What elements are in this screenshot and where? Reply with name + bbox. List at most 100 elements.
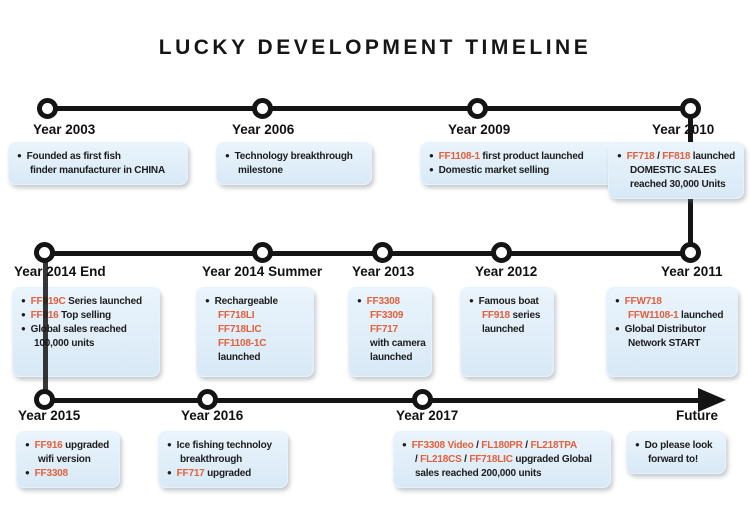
timeline-rail-row1 — [48, 106, 691, 111]
node-year-2010 — [680, 98, 701, 119]
product-code-text: FL218TPA — [530, 440, 577, 451]
year-label-2013: Year 2013 — [352, 264, 415, 279]
card-line: FF918 series — [469, 309, 546, 323]
year-label-2012: Year 2012 — [475, 264, 538, 279]
product-code-text: FF718LI — [218, 310, 255, 321]
card-text: / — [415, 454, 421, 465]
card-future: Do please look forward to! — [626, 431, 726, 474]
year-label-2017: Year 2017 — [396, 408, 459, 423]
product-code-text: FL218CS — [420, 454, 462, 465]
card-line: milestone — [225, 164, 364, 178]
card-line: reached 30,000 Units — [617, 178, 736, 192]
card-line: FF717 upgraded — [167, 467, 280, 481]
card-text: launched — [218, 352, 261, 363]
card-text: Ice fishing technoloy — [176, 440, 272, 451]
product-code-text: FF718LIC — [469, 454, 513, 465]
card-text: Do please look — [644, 440, 713, 451]
card-line: 100,000 units — [21, 337, 152, 351]
card-text: reached 30,000 Units — [630, 179, 726, 190]
card-text: Global Distributor — [624, 324, 707, 335]
card-text: Rechargeable — [214, 296, 278, 307]
year-label-2009: Year 2009 — [448, 122, 511, 137]
node-year-2014-summer — [252, 242, 273, 263]
card-year-2016: Ice fishing technoloy breakthroughFF717 u… — [158, 431, 288, 488]
product-code-text: FF717 — [370, 324, 398, 335]
card-text: 100,000 units — [34, 338, 95, 349]
card-line: FFW1108-1 launched — [615, 309, 730, 323]
card-year-2009: FF1108-1 first product launchedDomestic … — [420, 142, 616, 185]
card-line: Do please look — [635, 439, 718, 453]
card-line: sales reached 200,000 units — [402, 467, 603, 481]
product-code-text: FF918 — [482, 310, 510, 321]
card-text: with camera — [370, 338, 426, 349]
product-code-text: FF718LIC — [218, 324, 262, 335]
product-code-text: FF718 — [626, 151, 655, 162]
node-year-2009 — [467, 98, 488, 119]
product-code-text: FF3308 — [34, 468, 68, 479]
card-text: series — [509, 310, 541, 321]
node-year-2014-end — [34, 242, 55, 263]
year-label-2003: Year 2003 — [33, 122, 96, 137]
year-label-2011: Year 2011 — [661, 264, 723, 279]
node-year-2003 — [37, 98, 58, 119]
card-line: FF3308 Video / FL180PR / FL218TPA — [402, 439, 603, 453]
card-line: Network START — [615, 337, 730, 351]
card-text: breakthrough — [180, 454, 243, 465]
product-code-text: FF916 — [34, 440, 63, 451]
card-line: FF1108-1C — [205, 337, 306, 351]
card-text: launched — [482, 324, 525, 335]
card-line: FF916 upgraded — [25, 439, 112, 453]
card-text: forward to! — [648, 454, 699, 465]
card-line: Technology breakthrough — [225, 150, 364, 164]
year-label-2006: Year 2006 — [232, 122, 295, 137]
card-text: launched — [690, 151, 736, 162]
card-line: launched — [469, 323, 546, 337]
card-line: FF3309 — [357, 309, 424, 323]
card-line: launched — [357, 351, 424, 365]
card-text: Network START — [628, 338, 701, 349]
year-label-2015: Year 2015 — [18, 408, 81, 423]
card-year-2014-end: FF919C Series launchedFF916 Top sellingG… — [12, 287, 160, 377]
card-line: Global Distributor — [615, 323, 730, 337]
card-text: / — [461, 454, 470, 465]
card-text: Global sales reached — [30, 324, 127, 335]
card-year-2017: FF3308 Video / FL180PR / FL218TPA/ FL218… — [393, 431, 611, 488]
card-text: sales reached 200,000 units — [415, 468, 542, 479]
node-year-2012 — [491, 242, 512, 263]
card-text: wifi version — [38, 454, 91, 465]
card-text: first product launched — [479, 151, 584, 162]
node-year-2006 — [252, 98, 273, 119]
card-text: upgraded — [204, 468, 252, 479]
card-text: upgraded Global — [512, 454, 592, 465]
card-line: Rechargeable — [205, 295, 306, 309]
product-code-text: FF3308 Video — [411, 440, 474, 451]
card-line: FFW718 — [615, 295, 730, 309]
product-code-text: FF1108-1C — [218, 338, 267, 349]
card-text: Top selling — [58, 310, 111, 321]
card-text: Series launched — [65, 296, 142, 307]
card-text: / — [654, 151, 663, 162]
node-year-2013 — [372, 242, 393, 263]
card-text: Domestic market selling — [438, 165, 550, 176]
card-text: finder manufacturer in CHINA — [30, 165, 165, 176]
card-line: wifi version — [25, 453, 112, 467]
card-line: FF717 — [357, 323, 424, 337]
card-text: upgraded — [62, 440, 110, 451]
card-text: Famous boat — [478, 296, 539, 307]
card-line: / FL218CS / FF718LIC upgraded Global — [402, 453, 603, 467]
card-line: Famous boat — [469, 295, 546, 309]
product-code-text: FF3308 — [366, 296, 400, 307]
card-line: FF3308 — [25, 467, 112, 481]
page-title: LUCKY DEVELOPMENT TIMELINE — [158, 36, 592, 59]
year-label-2010: Year 2010 — [652, 122, 715, 137]
card-line: breakthrough — [167, 453, 280, 467]
future-arrow-icon — [698, 388, 726, 412]
card-text: DOMESTIC SALES — [630, 165, 717, 176]
product-code-text: FFW1108-1 — [628, 310, 679, 321]
